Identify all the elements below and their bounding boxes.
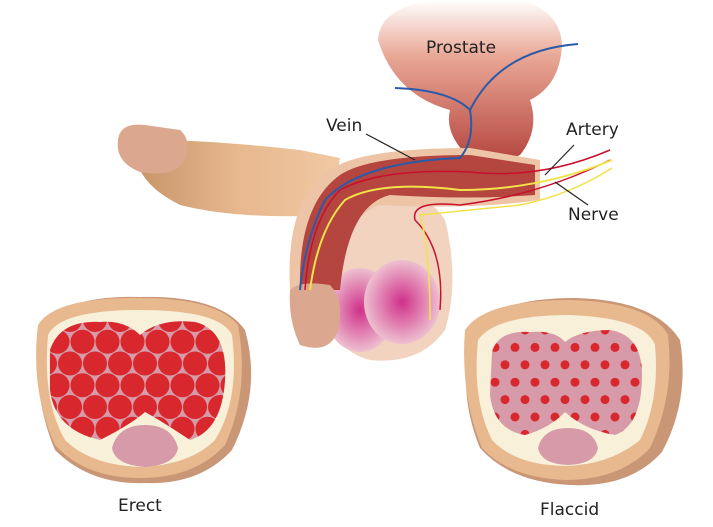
label-vein: Vein (326, 116, 363, 136)
sinus-dot (183, 351, 207, 376)
sinus-dot (170, 373, 195, 398)
sinus-dot (560, 360, 570, 370)
sinus-dot (83, 321, 107, 332)
prostate (378, 0, 562, 162)
sinus-dot (158, 321, 182, 332)
sinus-dot (600, 330, 610, 335)
sinus-dot (510, 412, 520, 422)
sinus-dot (540, 360, 550, 370)
sinus-dot (550, 342, 560, 352)
sinus-dot (560, 395, 570, 405)
label-nerve: Nerve (568, 205, 619, 225)
erect-cross-section (36, 296, 252, 484)
sinus-dot (530, 412, 540, 422)
sinus-dot (590, 412, 600, 422)
sinus-dot (610, 377, 620, 387)
label-flaccid: Flaccid (540, 500, 600, 520)
sinus-dot (158, 395, 182, 419)
sinus-dot (145, 329, 170, 354)
sinus-dot (120, 329, 145, 354)
sinus-dot (550, 377, 560, 387)
flaccid-shaft (117, 124, 340, 217)
sinus-dot (580, 360, 590, 370)
sinus-dot (183, 395, 207, 419)
sinus-dot (580, 395, 590, 405)
sinus-dot (70, 373, 95, 398)
sinus-dot (600, 360, 610, 370)
sinus-dot (520, 429, 530, 435)
sinus-dot (158, 351, 182, 376)
sinus-dot (95, 373, 120, 398)
sinus-dot (108, 351, 132, 376)
sinus-dot (620, 360, 630, 370)
sinus-dot (630, 377, 640, 387)
sinus-dot (520, 330, 530, 335)
sinus-dot (490, 377, 500, 387)
scrotum (325, 193, 453, 361)
glans-erect (289, 283, 341, 348)
testis-right (364, 260, 440, 344)
sinus-dot (570, 377, 580, 387)
sinus-dot (600, 395, 610, 405)
sinus-dot (120, 373, 145, 398)
sinus-dot (520, 360, 530, 370)
urethra-erect (112, 425, 178, 467)
sinus-dot (620, 395, 630, 405)
sinus-dot (83, 351, 107, 376)
sinus-dot (108, 395, 132, 419)
label-prostate: Prostate (426, 38, 497, 58)
sinus-dot (195, 329, 220, 354)
sinus-dot (510, 342, 520, 352)
sinus-dot (170, 329, 195, 354)
glans-flaccid (117, 124, 188, 174)
sinus-dot (70, 329, 95, 354)
artery-line (304, 149, 611, 291)
sinus-dot (530, 377, 540, 387)
sinus-dot (183, 321, 207, 332)
sinus-dot (500, 395, 510, 405)
sinus-dot (610, 342, 620, 352)
nerve-line (309, 159, 613, 291)
sinus-dot (500, 360, 510, 370)
label-artery: Artery (566, 120, 619, 140)
sinus-dot (108, 321, 132, 332)
vein-line (299, 87, 473, 291)
flaccid-cross-section (464, 298, 683, 486)
sinus-dot (520, 395, 530, 405)
sinus-dot (590, 377, 600, 387)
sinus-dot (570, 342, 580, 352)
label-erect: Erect (118, 496, 162, 516)
sinus-dot (95, 329, 120, 354)
sinus-dot (58, 395, 82, 419)
sinus-dot (58, 351, 82, 376)
sinus-dot (208, 351, 226, 376)
sinus-dot (50, 351, 57, 376)
vein-branch (469, 43, 579, 111)
sinus-dot (145, 373, 170, 398)
sinus-dot (590, 342, 600, 352)
sinus-dot (195, 373, 220, 398)
sinus-dot (50, 373, 70, 398)
sinus-dot (540, 395, 550, 405)
sinus-dot (530, 342, 540, 352)
sinus-dot (610, 412, 620, 422)
sinus-dot (83, 395, 107, 419)
urethra-flaccid (538, 428, 598, 465)
sinus-dot (510, 377, 520, 387)
sinus-dot (208, 395, 226, 419)
sinus-dot (133, 395, 157, 419)
sinus-dot (133, 351, 157, 376)
